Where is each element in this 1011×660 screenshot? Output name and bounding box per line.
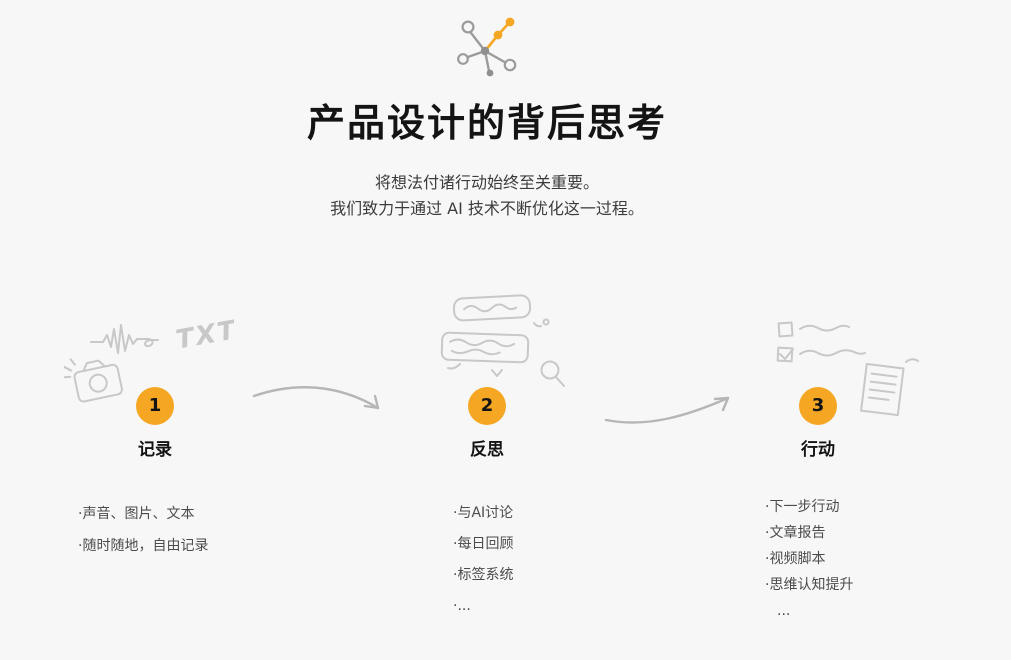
chat-bubbles-sketch bbox=[440, 294, 565, 387]
hand-drawn-arrow bbox=[252, 386, 380, 410]
txt-label-text: TXT bbox=[174, 315, 234, 355]
subtitle-line-1: 将想法付诸行动始终至关重要。 bbox=[374, 173, 599, 192]
step-label: 行动 bbox=[801, 440, 835, 460]
step-record: 1 记录 ·声音、图片、文本 ·随时随地，自由记录 bbox=[55, 387, 255, 568]
step-bullets: ·声音、图片、文本 ·随时随地，自由记录 bbox=[55, 504, 255, 556]
step-act: 3 行动 ·下一步行动 ·文章报告 ·视频脚本 ·思维认知提升 ... bbox=[718, 387, 918, 627]
subtitle: 将想法付诸行动始终至关重要。 我们致力于通过 AI 技术不断优化这一过程。 bbox=[0, 170, 974, 222]
bullet-item: ·文章报告 bbox=[765, 525, 826, 541]
network-graph-logo bbox=[457, 17, 517, 77]
hand-drawn-arrow bbox=[604, 396, 730, 424]
checklist-sketch bbox=[776, 321, 919, 417]
step-label: 反思 bbox=[470, 440, 504, 460]
magnifier-sketch bbox=[540, 360, 565, 387]
bullet-item: ·下一步行动 bbox=[765, 499, 840, 515]
page-title: 产品设计的背后思考 bbox=[306, 101, 667, 145]
bullet-item: ·与AI讨论 bbox=[453, 505, 514, 521]
step-bullets: ·与AI讨论 ·每日回顾 ·标签系统 ·... bbox=[387, 503, 587, 616]
bullet-item: ·声音、图片、文本 bbox=[78, 506, 195, 522]
step-number: 1 bbox=[148, 395, 162, 416]
txt-label-sketch: TXT bbox=[174, 315, 234, 355]
bullet-item: ·... bbox=[453, 598, 471, 614]
document-sketch bbox=[860, 358, 919, 417]
step-reflect: 2 反思 ·与AI讨论 ·每日回顾 ·标签系统 ·... bbox=[387, 387, 587, 627]
step-number-badge: 3 bbox=[799, 387, 837, 425]
bullet-item: ·每日回顾 bbox=[453, 536, 514, 552]
bullet-item: ·思维认知提升 bbox=[765, 577, 854, 593]
bullet-item: ·随时随地，自由记录 bbox=[78, 538, 209, 554]
step-label: 记录 bbox=[138, 440, 172, 460]
step-bullets: ·下一步行动 ·文章报告 ·视频脚本 ·思维认知提升 ... bbox=[718, 497, 918, 621]
step-number-badge: 2 bbox=[468, 387, 506, 425]
sound-wave-sketch bbox=[90, 324, 159, 354]
step-number-badge: 1 bbox=[136, 387, 174, 425]
bullet-item: ... bbox=[777, 603, 791, 619]
step-number: 3 bbox=[811, 395, 825, 416]
subtitle-line-2: 我们致力于通过 AI 技术不断优化这一过程。 bbox=[330, 199, 644, 218]
bullet-item: ·标签系统 bbox=[453, 567, 514, 583]
step-number: 2 bbox=[480, 395, 494, 416]
bullet-item: ·视频脚本 bbox=[765, 551, 826, 567]
camera-sketch bbox=[64, 358, 123, 403]
